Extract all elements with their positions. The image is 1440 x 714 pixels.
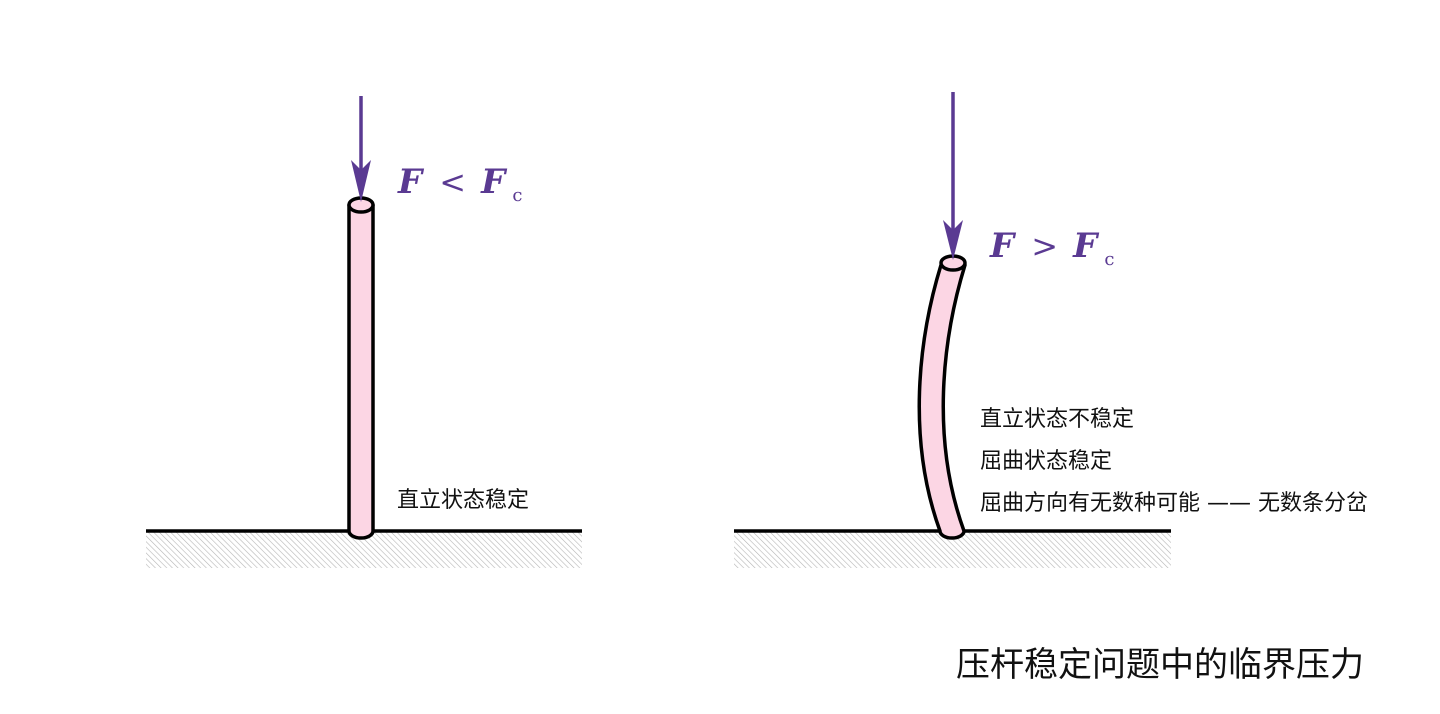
- label-right-3: 屈曲方向有无数种可能 —— 无数条分岔: [980, 491, 1368, 516]
- rod-straight: [347, 196, 375, 540]
- formula-right-sub: c: [1104, 249, 1114, 270]
- force-arrow-right: [943, 92, 963, 260]
- formula-left-rhs: F: [480, 162, 508, 202]
- formula-left-lhs: F: [397, 162, 425, 202]
- force-arrow-left: [351, 96, 371, 202]
- label-left: 直立状态稳定: [397, 488, 529, 513]
- label-right-2: 屈曲状态稳定: [980, 449, 1112, 474]
- formula-right-lhs: F: [989, 226, 1017, 266]
- label-right-1: 直立状态不稳定: [980, 407, 1134, 432]
- formula-left: F < F c: [397, 162, 522, 206]
- formula-left-sub: c: [512, 185, 522, 206]
- left-panel: F < F c 直立状态稳定: [146, 96, 582, 568]
- right-panel: F > F c 直立状态不稳定 屈曲状态稳定 屈曲方向有无数种可能 —— 无数条…: [734, 92, 1368, 568]
- formula-right-rhs: F: [1072, 226, 1100, 266]
- diagram-title: 压杆稳定问题中的临界压力: [956, 645, 1364, 685]
- formula-right-op: >: [1031, 227, 1058, 265]
- formula-left-op: <: [439, 163, 466, 201]
- formula-right: F > F c: [989, 226, 1114, 270]
- rod-buckled: [917, 254, 967, 540]
